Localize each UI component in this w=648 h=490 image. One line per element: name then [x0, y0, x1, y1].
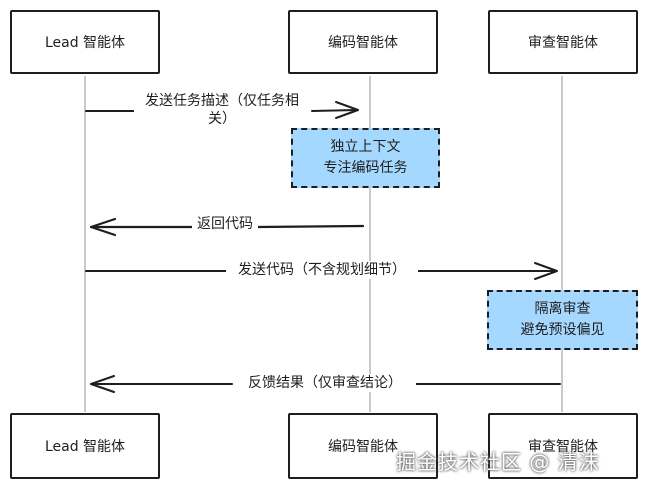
actor-label: 审查智能体 [528, 35, 598, 51]
lifeline-lead [84, 76, 86, 412]
actor-lead-top: Lead 智能体 [10, 10, 160, 74]
message-feedback-label: 反馈结果（仅审查结论） [234, 374, 416, 392]
actor-label: Lead 智能体 [44, 439, 126, 455]
actor-coder-bottom: 编码智能体 [288, 413, 438, 479]
actor-label: 编码智能体 [328, 439, 398, 455]
note-reviewer-isolation: 隔离审查 避免预设偏见 [487, 290, 638, 350]
actor-reviewer-bottom: 审查智能体 [488, 413, 638, 479]
actor-label: 编码智能体 [328, 35, 398, 51]
message-line: 关） [208, 111, 236, 127]
note-line: 避免预设偏见 [520, 322, 605, 338]
actor-label: 审查智能体 [528, 439, 598, 455]
note-coder-context: 独立上下文 专注编码任务 [291, 128, 440, 188]
actor-reviewer-top: 审查智能体 [488, 10, 638, 74]
note-line: 专注编码任务 [323, 160, 408, 176]
message-send-task-label: 发送任务描述（仅任务相 关） [134, 92, 310, 128]
arrow-feedback [90, 375, 561, 393]
arrow-send-task [85, 101, 359, 119]
arrow-return-code [89, 217, 365, 237]
actor-coder-top: 编码智能体 [288, 10, 438, 74]
note-line: 隔离审查 [534, 301, 591, 317]
lifeline-reviewer [561, 76, 563, 412]
message-line: 发送任务描述（仅任务相 [145, 93, 299, 109]
actor-label: Lead 智能体 [44, 35, 126, 51]
watermark-text: 掘金技术社区 @ 清沫 [396, 450, 600, 474]
message-send-code-label: 发送代码（不含规划细节） [226, 261, 418, 279]
note-line: 独立上下文 [330, 139, 401, 155]
lifeline-coder [369, 76, 371, 412]
message-return-code-label: 返回代码 [192, 215, 258, 233]
actor-lead-bottom: Lead 智能体 [10, 413, 160, 479]
arrow-send-code [85, 262, 558, 280]
